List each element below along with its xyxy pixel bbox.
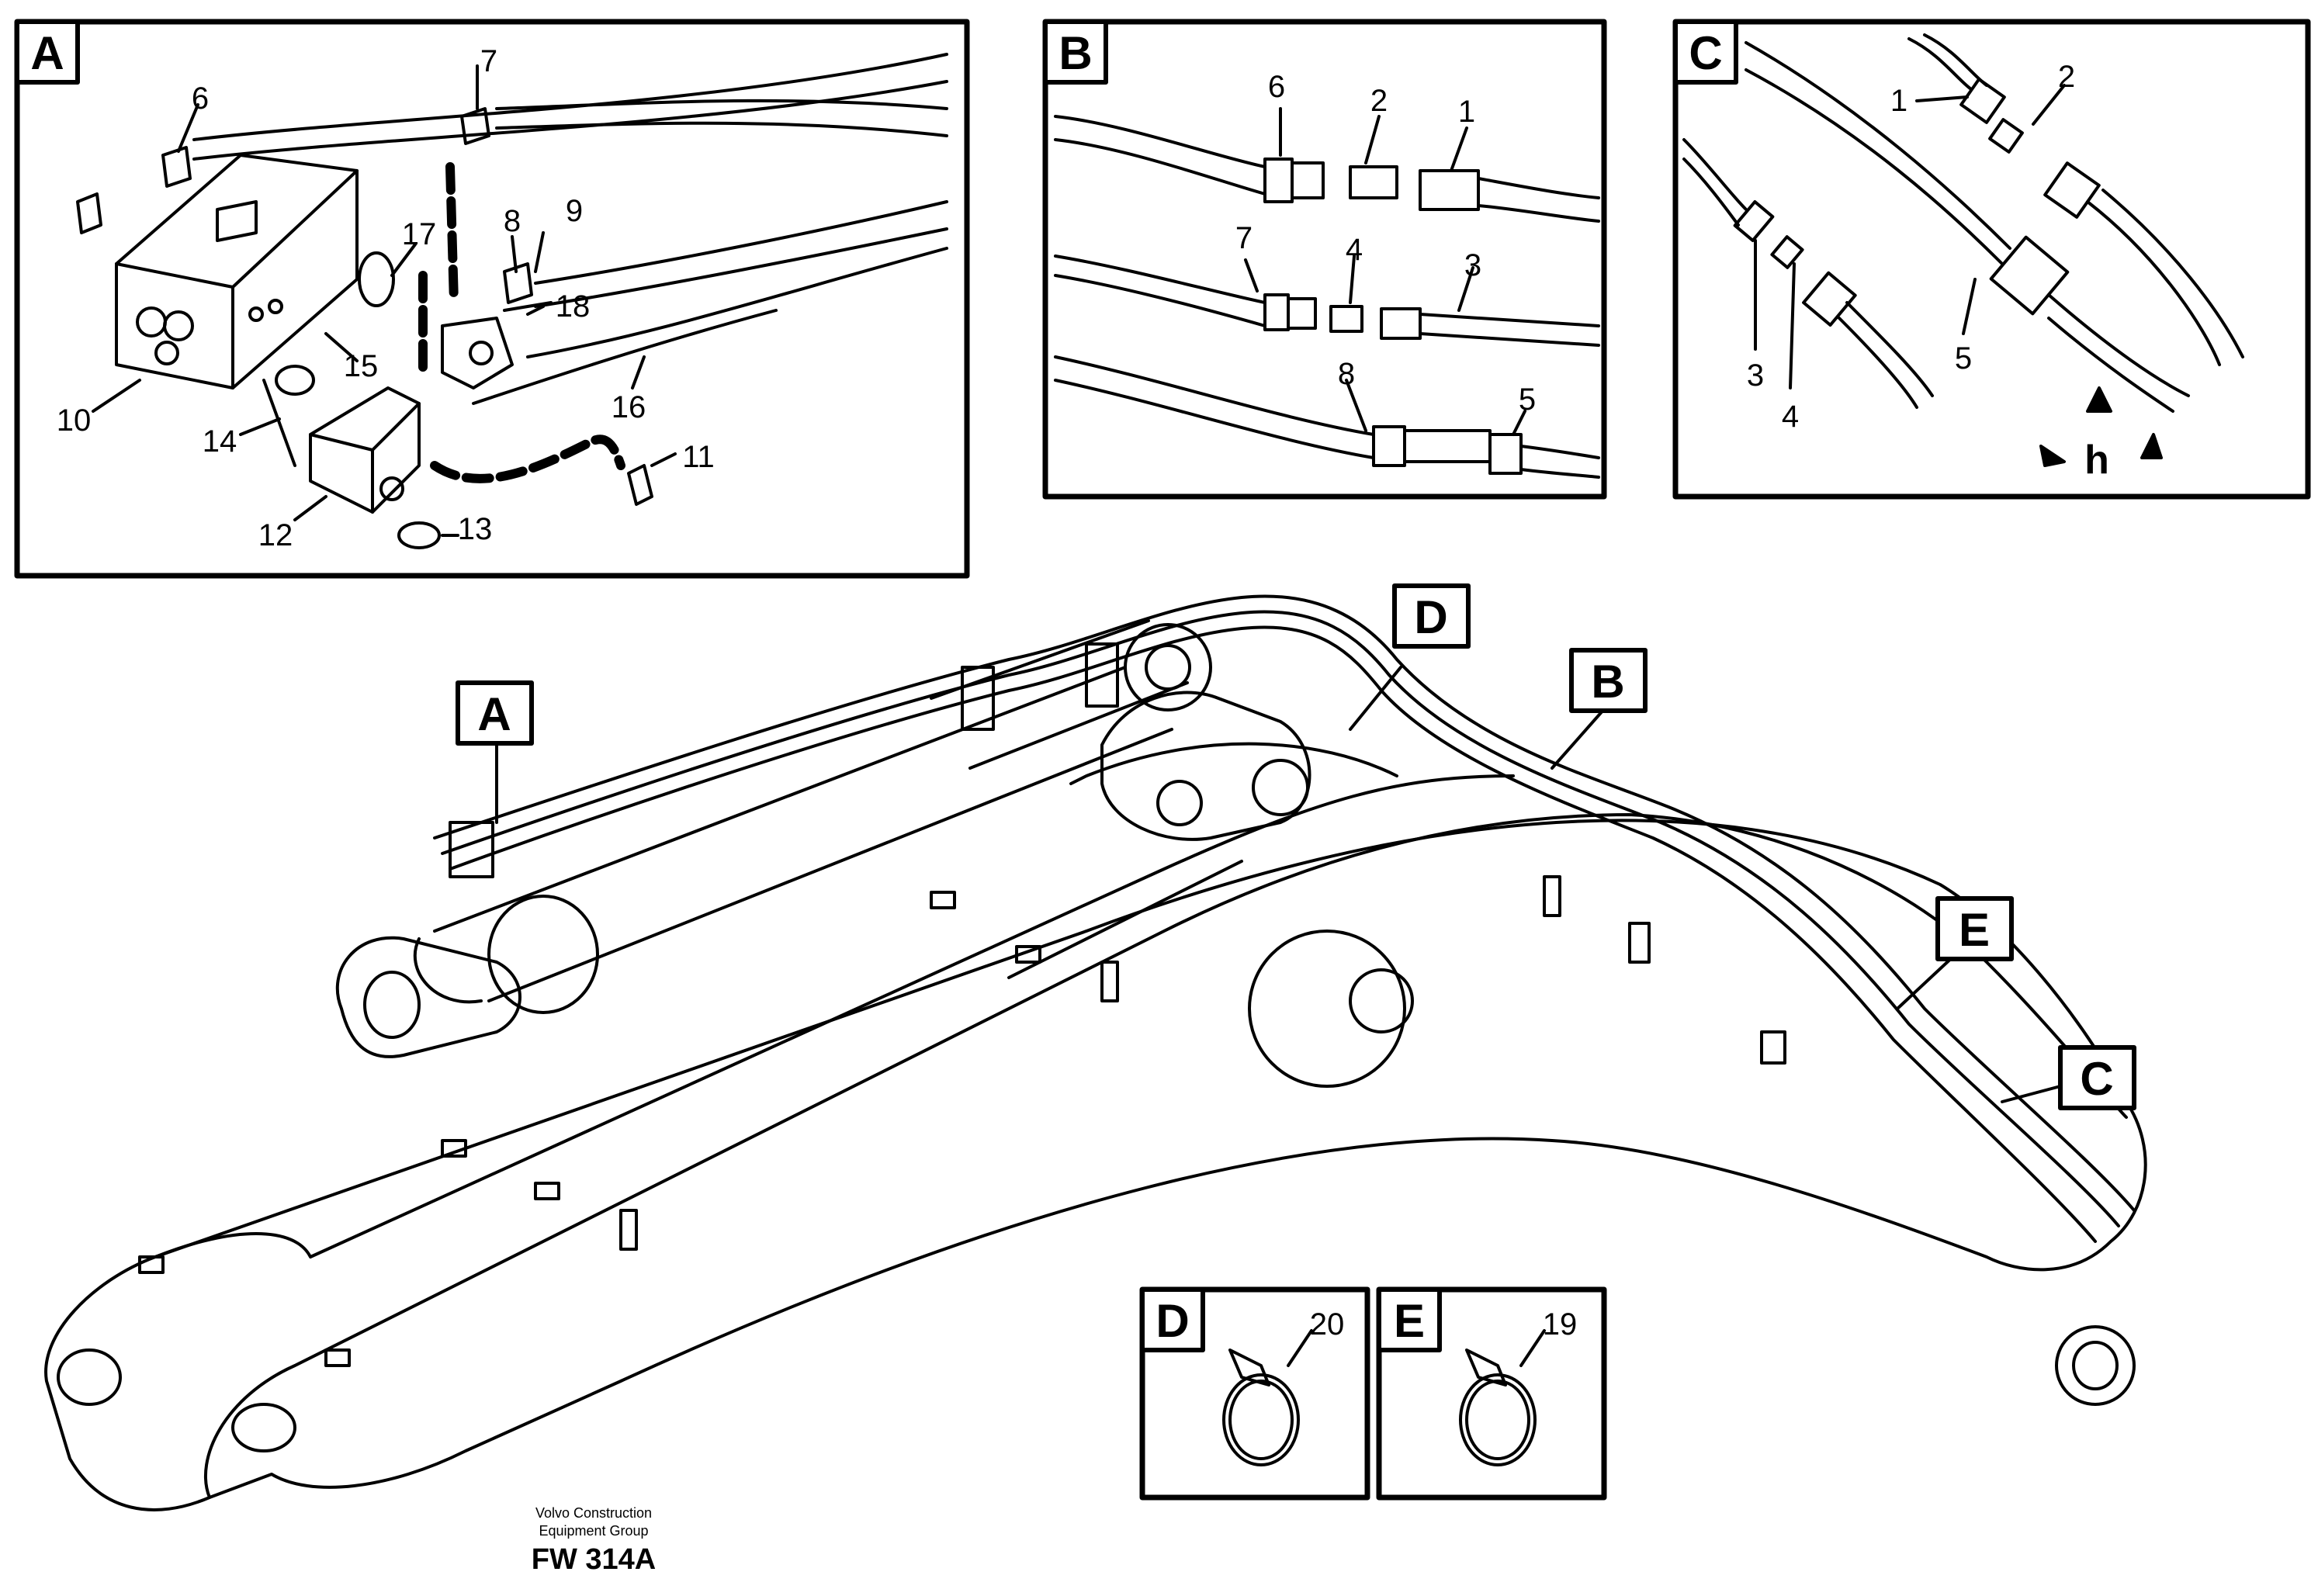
part-label: 4 (1782, 400, 1799, 434)
part-label: 10 (57, 403, 92, 438)
panel-a-letter: A (30, 27, 64, 79)
part-label: 2 (1370, 84, 1388, 118)
part-label: 1 (1890, 84, 1907, 118)
callout-d-box (1392, 583, 1471, 649)
callout-c-letter: C (2080, 1053, 2113, 1105)
part-label: 7 (1235, 221, 1253, 255)
part-label: 19 (1543, 1307, 1578, 1342)
part-label: 7 (480, 44, 497, 78)
detail-panel-a (14, 19, 970, 579)
part-label: 5 (1955, 341, 1972, 376)
credit-line-2: Equipment Group (539, 1523, 648, 1539)
callout-c-box (2058, 1045, 2136, 1110)
part-label: 2 (2058, 60, 2075, 94)
callout-a-letter: A (477, 688, 511, 740)
part-label: 4 (1346, 233, 1363, 267)
part-label: 9 (566, 194, 583, 228)
drawing-code: FW 314A (532, 1543, 656, 1576)
part-label: 6 (1268, 70, 1285, 104)
callout-a-box (456, 680, 534, 746)
part-label: 3 (1464, 248, 1481, 282)
panel-a-frame (14, 19, 970, 579)
panel-c-frame (1672, 19, 2311, 500)
panel-d-tag (1140, 1287, 1205, 1352)
credit-line-1: Volvo Construction (535, 1505, 652, 1521)
panel-b-frame (1042, 19, 1607, 500)
detail-panel-b (1042, 19, 1607, 500)
panel-d-frame (1139, 1286, 1370, 1501)
callout-d-letter: D (1414, 591, 1447, 643)
panel-e-tag (1377, 1287, 1442, 1352)
part-label: 16 (612, 390, 646, 424)
panel-a-tag (15, 19, 80, 85)
part-label: 15 (344, 349, 379, 383)
part-label: 13 (458, 512, 493, 546)
part-label: 8 (504, 204, 521, 238)
part-label: 17 (402, 217, 437, 251)
panel-b-tag (1043, 19, 1108, 85)
detail-panel-d (1139, 1286, 1370, 1501)
part-label: 20 (1310, 1307, 1345, 1342)
panel-e-frame (1376, 1286, 1607, 1501)
direction-label: h (2084, 438, 2109, 483)
detail-panel-e (1376, 1286, 1607, 1501)
callout-e-letter: E (1959, 904, 1990, 956)
panel-b-letter: B (1059, 27, 1092, 79)
callout-b-box (1569, 648, 1648, 713)
panel-c-letter: C (1689, 27, 1722, 79)
detail-panel-c (1672, 19, 2311, 500)
part-label: 3 (1747, 358, 1764, 393)
part-label: 5 (1519, 383, 1536, 417)
boom-assembly (44, 594, 2147, 1511)
panel-c-tag (1673, 19, 1738, 85)
part-label: 18 (556, 289, 591, 324)
panel-d-letter: D (1156, 1295, 1189, 1347)
part-label: 8 (1338, 357, 1355, 391)
callout-e-box (1935, 896, 2014, 961)
callout-b-letter: B (1591, 656, 1624, 708)
part-label: 6 (192, 81, 209, 116)
part-label: 1 (1458, 95, 1475, 129)
part-label: 12 (258, 518, 293, 552)
part-label: 11 (682, 440, 715, 474)
part-label: 14 (203, 424, 237, 459)
panel-e-letter: E (1394, 1295, 1425, 1347)
